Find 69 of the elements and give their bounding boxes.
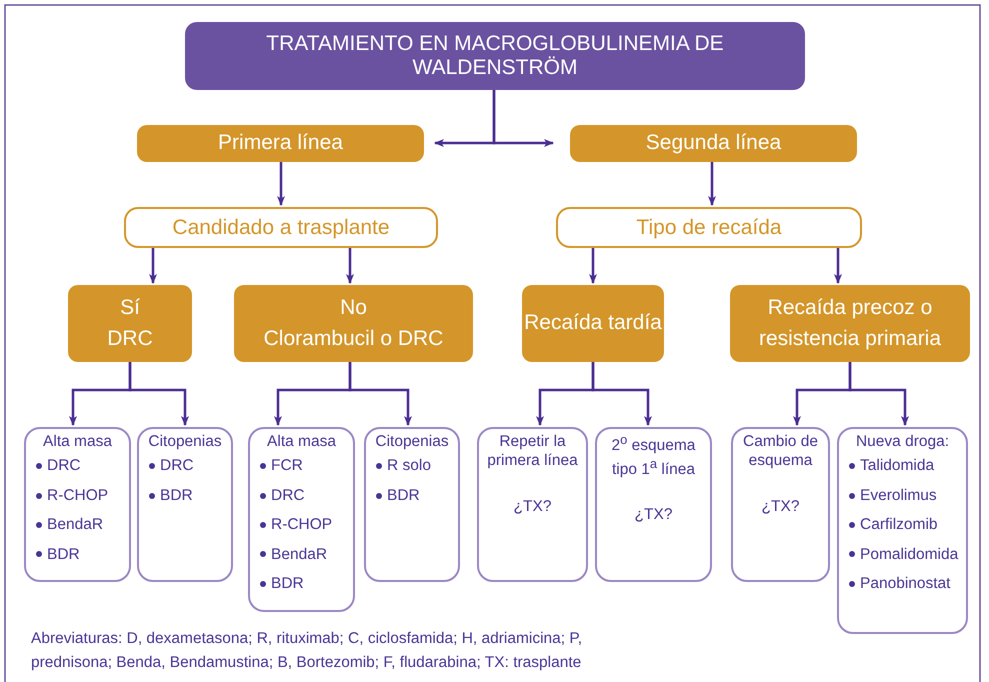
list-item: Pomalidomida [860,544,958,565]
list-item: Carfilzomib [860,515,938,536]
question-box [124,207,438,248]
list-item: DRC [271,486,305,506]
step-box [522,285,664,362]
box-heading: Citopenias [375,432,449,452]
node-label: Segunda línea [646,130,782,156]
list-item: BDR [271,574,304,594]
box-heading: Repetir la primera línea [486,432,579,471]
step-box [234,285,473,362]
list-item: FCR [271,456,303,476]
abbreviations-note: Abreviaturas: D, dexametasona; R, rituximab; C, ciclosfamida; H, adriamicina; P, prednisona; Benda, Bendamustina; B, Bortezomib; F, fludarabina; TX: trasplante [31,629,584,674]
node-label: Candidado a trasplante [172,216,390,240]
arrow [708,162,716,206]
list-item: Everolimus [860,486,937,506]
node-label: Recaída tardía [524,310,662,336]
arrow [492,90,554,147]
node-label: Tipo de recaída [636,216,782,240]
question-text: ¿TX? [762,496,800,516]
list-item: R solo [387,456,431,476]
question-text: ¿TX? [514,496,552,516]
box-heading: Nueva droga: [856,432,950,452]
arrow [149,248,157,284]
arrow [848,362,909,426]
arrow [277,162,285,206]
box-heading: Citopenias [148,432,222,452]
treatment-box [364,427,460,582]
list-item: BDR [160,486,193,506]
list-item: BendaR [47,515,104,536]
node-label: TRATAMIENTO EN MACROGLOBULINEMIA DE WALDENSTRÖM [265,32,725,80]
treatment-box [731,427,830,582]
list-item: R-CHOP [47,486,108,506]
arrow [128,362,189,426]
title-box [185,22,805,90]
step-box [730,285,970,362]
arrow [589,248,597,284]
list-item: R-CHOP [271,515,332,536]
arrow [592,362,652,426]
question-text: ¿TX? [634,505,672,524]
box-heading: Cambio de esquema [742,432,819,471]
list-item: BDR [387,486,420,506]
list-item: Talidomida [860,456,934,476]
treatment-box [837,427,968,634]
treatment-box [248,427,355,612]
step-box [570,125,857,162]
list-item: BDR [47,544,80,565]
treatment-box [477,427,588,582]
node-label: Clorambucil o DRC [264,326,444,352]
treatment-box [595,427,712,582]
box-heading: Alta masa [267,432,336,452]
arrow [348,362,412,426]
node-label: Recaída precoz o resistencia primaria [758,295,942,352]
node-label: Primera línea [218,130,343,156]
question-box [556,207,862,248]
list-item: Panobinostat [860,574,950,594]
step-box [137,125,424,162]
node-label: No [340,295,367,322]
box-heading: Alta masa [43,432,112,452]
list-item: BendaR [271,544,328,565]
step-box [68,285,192,362]
node-label: Sí [120,295,140,322]
treatment-box [24,427,131,582]
box-heading: 2$^{o}$ esquema tipo 1$^{a}$ línea [610,432,696,480]
list-item: DRC [160,456,194,476]
arrow [834,248,842,284]
node-label: DRC [107,326,153,352]
list-item: DRC [47,456,81,476]
arrow [346,248,354,284]
treatment-box [137,427,233,582]
